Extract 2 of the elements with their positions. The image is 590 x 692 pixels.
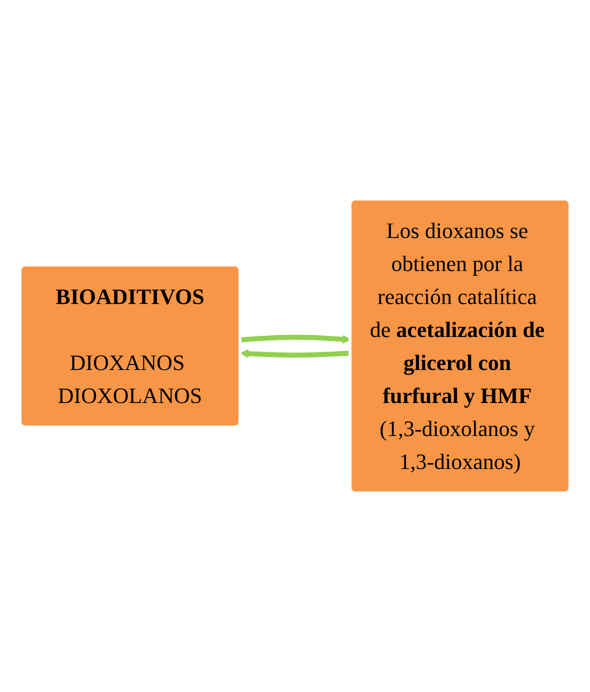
arrow <box>240 334 351 344</box>
arrow <box>240 349 351 358</box>
